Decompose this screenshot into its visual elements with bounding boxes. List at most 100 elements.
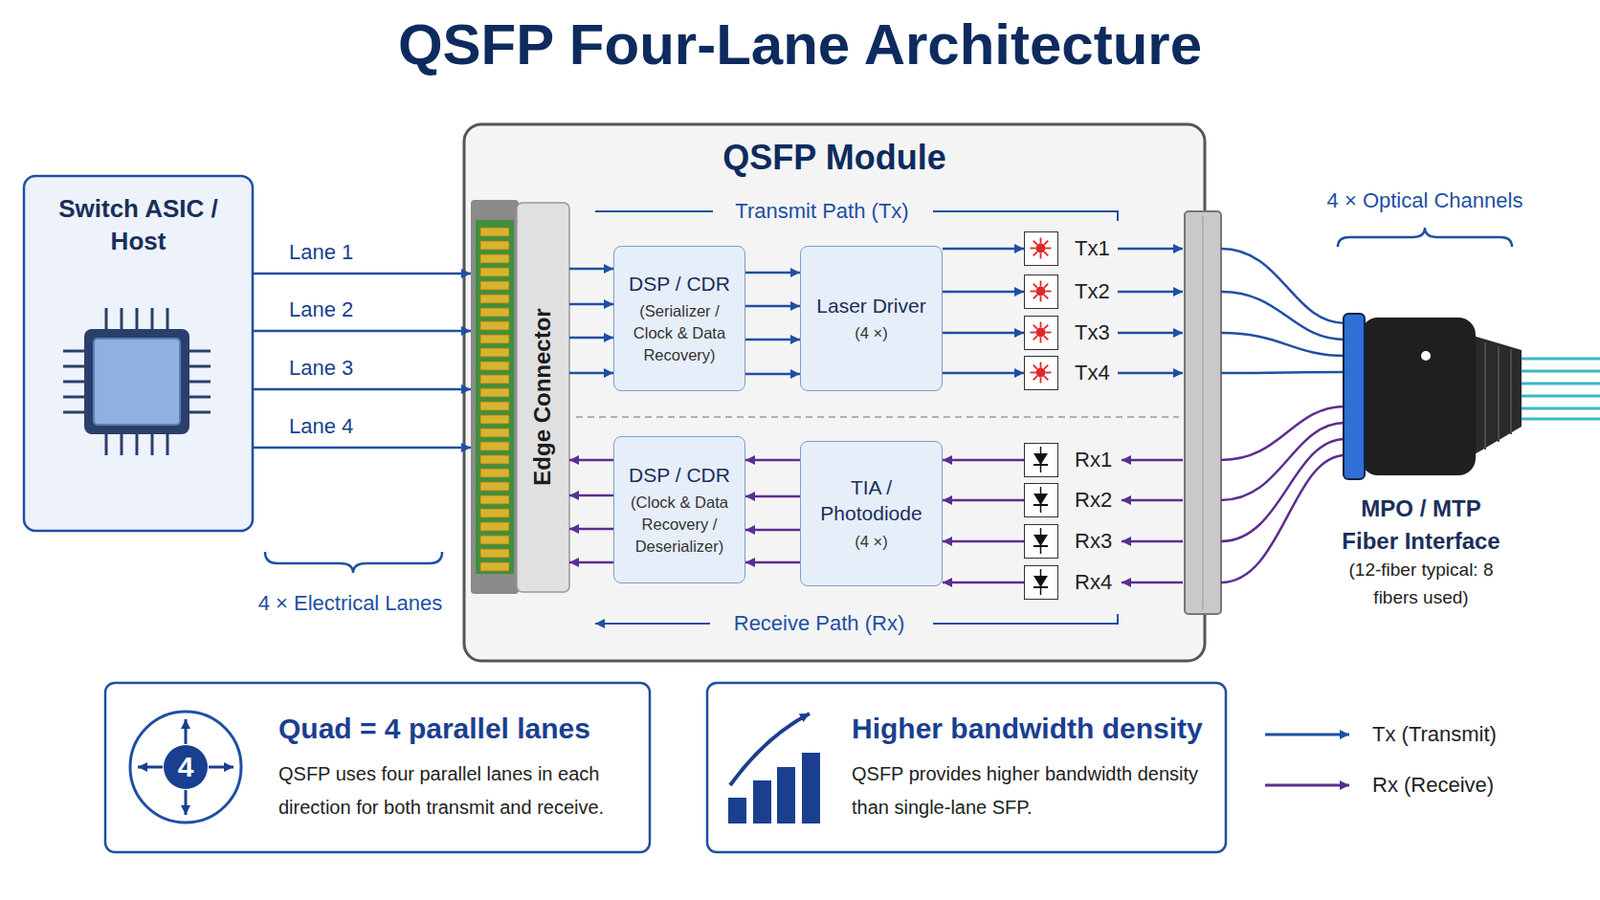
drawing-part — [1033, 241, 1038, 245]
drawing-part — [480, 535, 510, 545]
signal-arrow — [252, 388, 471, 392]
laser-icon — [1024, 356, 1057, 389]
node-heading: DSP / CDR — [628, 270, 731, 297]
drawing-part — [63, 365, 85, 369]
drawing-part — [1516, 418, 1600, 422]
drawing-part — [1221, 455, 1346, 583]
optical-port-edge — [1201, 216, 1204, 610]
laser-symbol: Tx3 — [1023, 315, 1059, 351]
drawing-part — [1033, 376, 1038, 380]
drawing-part — [1516, 357, 1600, 361]
diode-icon — [1024, 484, 1057, 516]
mpo-connector: MPO / MTP Fiber Interface(12-fiber typic… — [1335, 311, 1520, 480]
drawing-part — [1516, 395, 1600, 399]
drawing-part — [480, 348, 510, 357]
drawing-part — [1117, 372, 1183, 376]
drawing-part — [480, 442, 510, 451]
drawing-part — [1030, 332, 1037, 334]
drawing-part — [1045, 290, 1052, 293]
signal-arrow — [569, 528, 614, 532]
laser-icon — [1024, 232, 1057, 265]
laser-symbol: Tx1 — [1023, 231, 1059, 267]
drawing-part — [1044, 251, 1048, 256]
node-heading: Higher bandwidth density — [851, 711, 1211, 747]
drawing-part — [1040, 253, 1043, 260]
drawing-part — [135, 308, 139, 330]
signal-arrow — [745, 459, 800, 463]
signal-arrow — [942, 332, 1024, 335]
drawing-part — [120, 308, 124, 330]
signal-arrow — [252, 330, 471, 334]
optical-bracket — [1337, 227, 1512, 247]
drawing-part — [728, 798, 747, 824]
drawing-part — [1036, 244, 1046, 254]
signal-arrow — [745, 495, 800, 499]
signal-arrow — [745, 561, 800, 565]
node-heading: MPO / MTP Fiber Interface — [1334, 492, 1508, 557]
drawing-part — [1044, 376, 1048, 380]
node-body: (Serializer / Clock & Data Recovery) — [620, 300, 739, 367]
drawing-part — [1221, 248, 1346, 324]
drawing-part — [105, 434, 109, 456]
drawing-part — [1121, 499, 1183, 503]
drawing-part — [1040, 281, 1043, 288]
drawing-part — [1117, 290, 1183, 294]
signal-arrow — [942, 372, 1024, 376]
drawing-part — [1516, 370, 1600, 374]
drawing-part — [480, 294, 510, 304]
node-heading: Edge Connector — [529, 308, 556, 486]
node-heading: Rx1 — [1074, 447, 1112, 473]
drawing-part — [135, 434, 139, 456]
diode-icon — [1024, 525, 1057, 557]
node-heading: Switch ASIC / Host — [35, 193, 242, 259]
drawing-part — [189, 396, 211, 400]
laser-icon — [1024, 316, 1057, 349]
electrical-bracket — [265, 552, 443, 574]
drawing-part — [480, 267, 510, 277]
drawing-part — [105, 308, 109, 330]
connector-caption: MPO / MTP Fiber Interface(12-fiber typic… — [1334, 492, 1508, 612]
edge-connector-body — [516, 202, 570, 593]
drawing-part — [151, 308, 155, 330]
drawing-part — [480, 388, 510, 398]
drawing-part — [189, 380, 211, 384]
drawing-part — [63, 396, 85, 400]
mpo-ferrule — [1343, 313, 1365, 480]
drawing-part — [1033, 325, 1038, 330]
legend-text: Tx (Transmit) — [1372, 722, 1497, 748]
drawing-part — [1221, 372, 1346, 374]
signal-arrow — [942, 247, 1024, 251]
drawing-part — [166, 434, 170, 456]
legend-tx-sample — [1265, 733, 1350, 737]
signal-arrow — [569, 303, 614, 307]
bandwidth-box — [707, 683, 1226, 853]
title: QSFP Four-Lane Architecture — [0, 11, 1600, 78]
gold-pins — [480, 227, 510, 572]
node-heading: Rx4 — [1074, 570, 1112, 596]
diode-icon — [1024, 566, 1057, 599]
drawing-part — [120, 434, 124, 456]
quad-icon-ring — [130, 711, 242, 823]
lane-label: Lane 1 — [287, 240, 356, 266]
drawing-part — [1497, 346, 1500, 443]
drawing-part — [1033, 545, 1048, 548]
drawing-part — [166, 308, 170, 330]
drawing-part — [1516, 382, 1600, 386]
drawing-part — [1033, 464, 1048, 467]
chip-body — [84, 329, 190, 435]
legend-text: Rx (Receive) — [1372, 773, 1494, 799]
drawing-part — [1484, 342, 1487, 450]
rx-path-rule — [933, 614, 1118, 624]
node-body: (4 ×) — [854, 531, 888, 554]
module-housing — [464, 124, 1205, 662]
process-box: TIA / Photodiode(4 ×) — [800, 441, 943, 587]
lane-label: Lane 4 — [287, 414, 356, 440]
node-heading: Tx3 — [1074, 320, 1111, 346]
drawing-part — [1033, 493, 1048, 506]
drawing-part — [1033, 365, 1038, 370]
edge-connector-frame — [470, 200, 519, 595]
diode-icon — [1024, 444, 1057, 476]
drawing-part — [480, 254, 510, 264]
node-heading: Tx2 — [1074, 279, 1111, 305]
